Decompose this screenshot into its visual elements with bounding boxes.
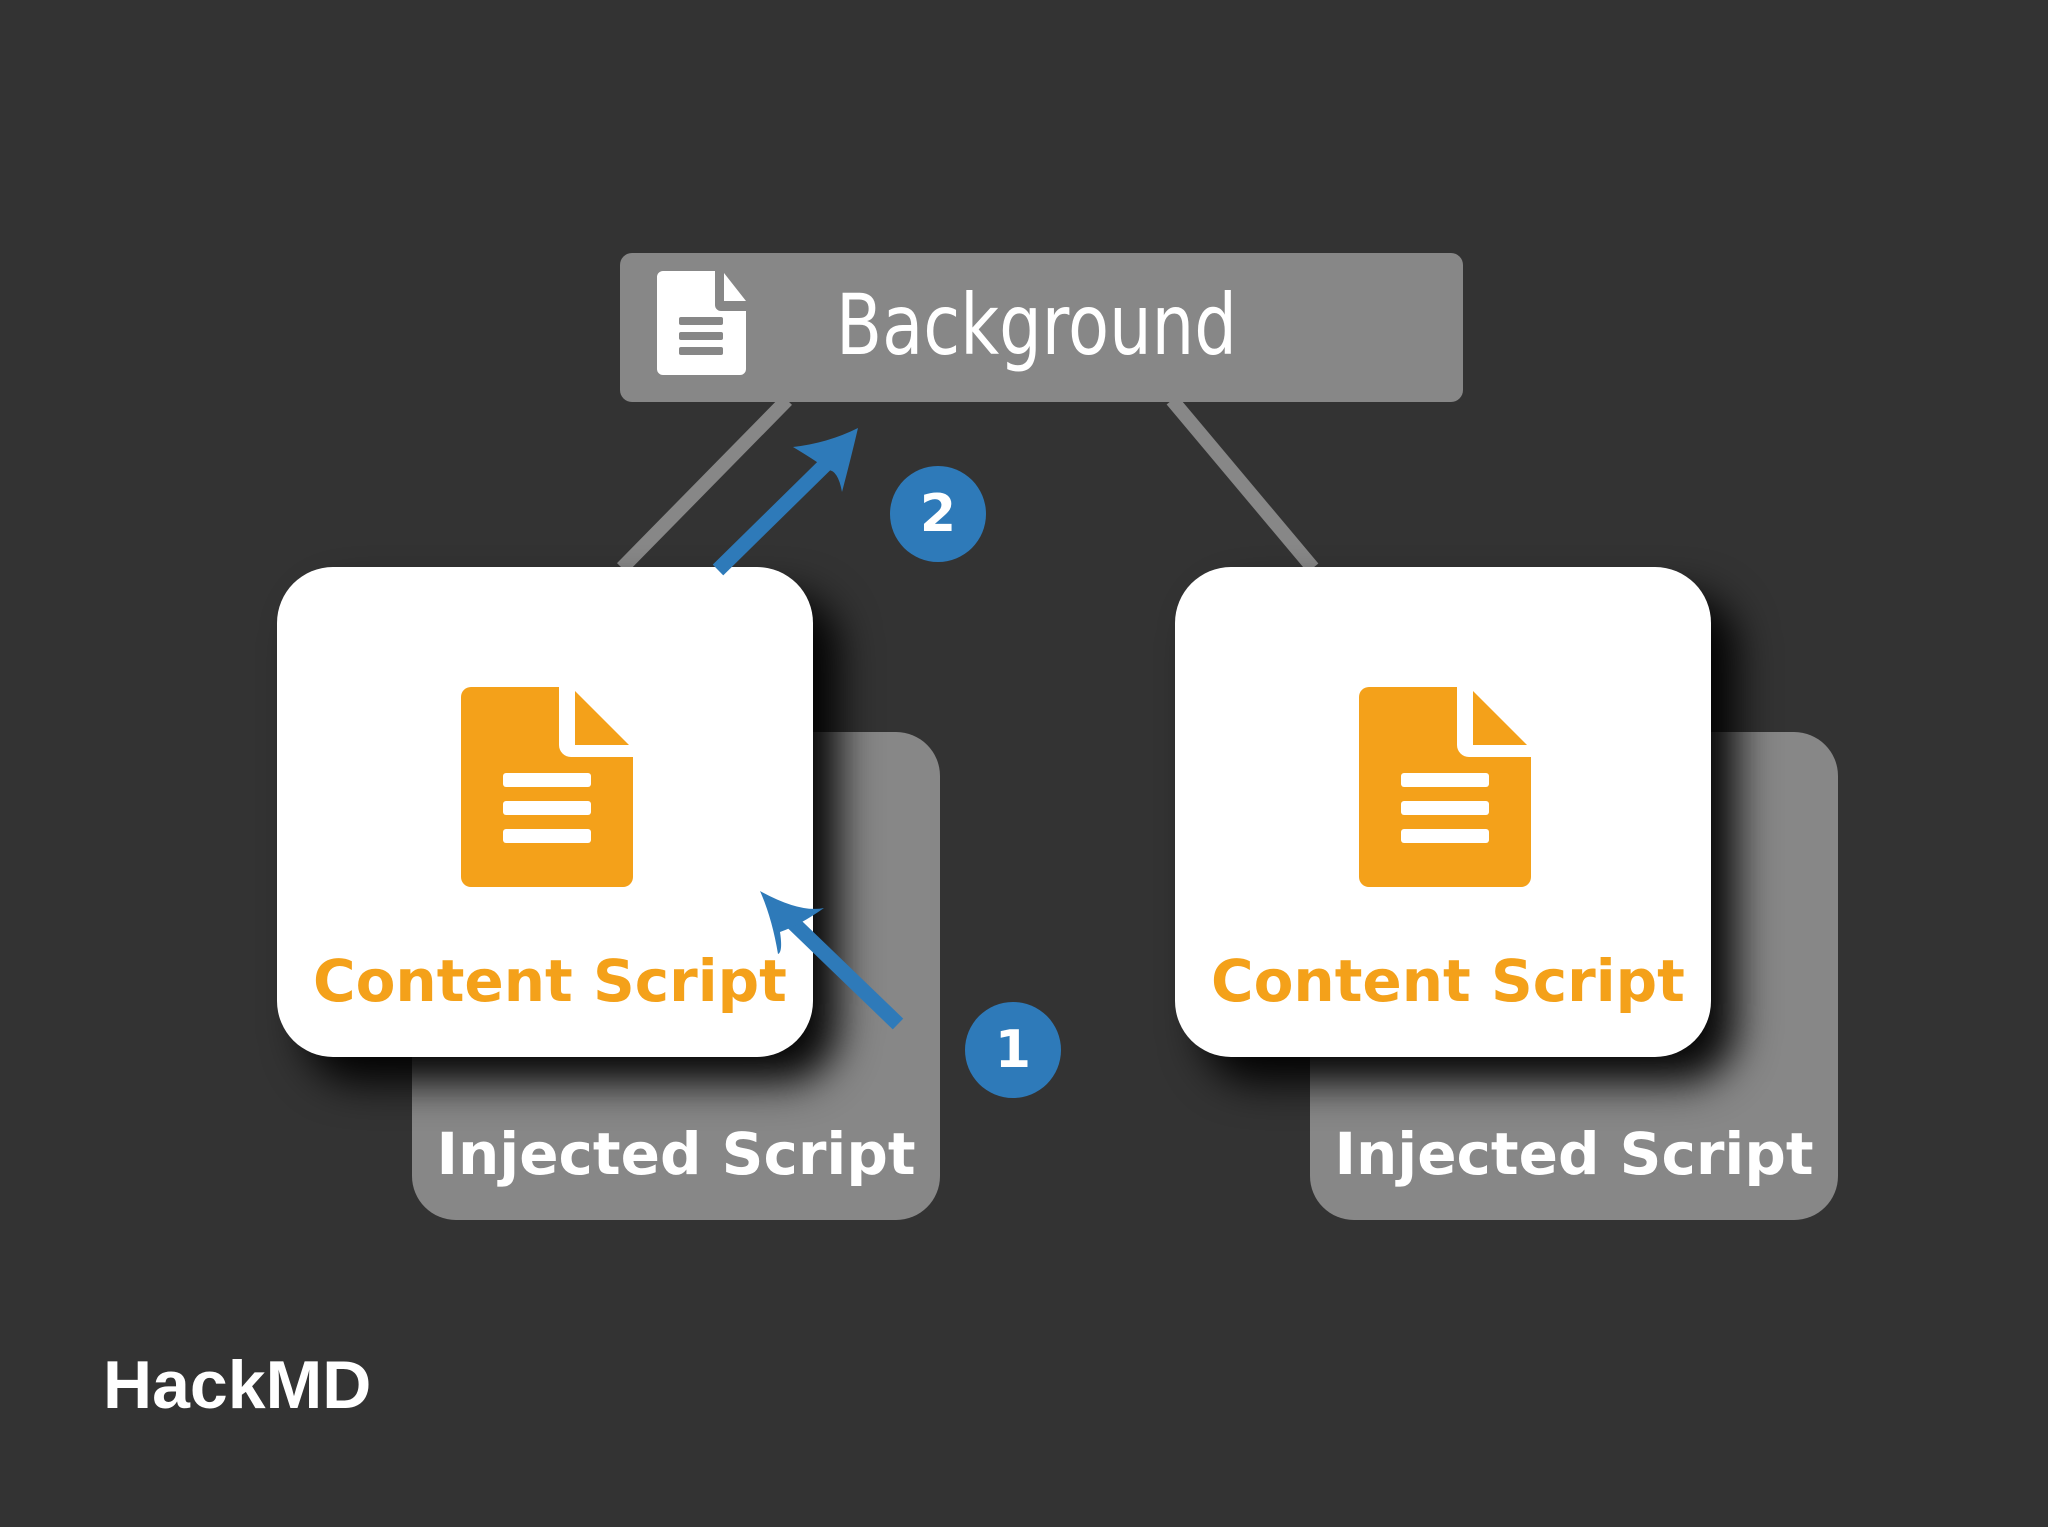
content-script-card-left: Content Script [277,567,813,1057]
content-script-card-right: Content Script [1175,567,1711,1057]
document-icon [1359,687,1531,887]
injected-script-label: Injected Script [1334,1120,1814,1188]
step-badge-2: 2 [890,466,986,562]
document-icon [657,271,746,375]
content-script-label: Content Script [1211,947,1685,1015]
step-badge-1: 1 [965,1002,1061,1098]
injected-script-label: Injected Script [436,1120,916,1188]
arrow-step-2 [712,428,858,576]
arrow-step-1 [760,891,904,1030]
background-label: Background [836,276,1237,374]
link-background-right-card [1166,395,1319,573]
content-script-label: Content Script [313,947,787,1015]
background-node: Background [620,253,1463,402]
document-icon [461,687,633,887]
brand-logo-text: HackMD [103,1347,372,1423]
link-background-left-card [617,395,792,573]
